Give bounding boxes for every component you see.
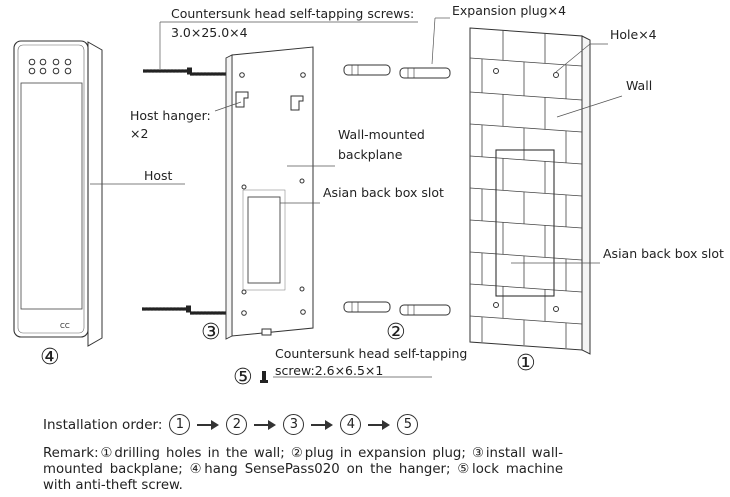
order-step-3: 3	[283, 414, 305, 435]
installation-order: Installation order: 1 2 3 4 5	[43, 414, 419, 435]
svg-text:CC: CC	[60, 322, 70, 330]
screws-top-label-line1: Countersunk head self-tapping screws:	[171, 6, 415, 21]
screws-top-label-line2: 3.0×25.0×4	[171, 25, 248, 40]
host-hanger-label-line1: Host hanger:	[130, 108, 211, 123]
expansion-plug-label: Expansion plug×4	[452, 3, 567, 18]
order-arrow-icon	[254, 419, 277, 430]
host-label: Host	[144, 168, 173, 183]
backplane-label-line2: backplane	[338, 147, 403, 162]
anti-theft-screw	[260, 371, 268, 383]
wall-label: Wall	[626, 78, 653, 93]
order-step-1: 1	[169, 414, 191, 435]
order-arrow-icon	[197, 419, 220, 430]
asian-slot-plate-label: Asian back box slot	[323, 185, 444, 200]
order-step-2: 2	[226, 414, 248, 435]
remark-text: Remark:①drilling holes in the wall; ②plu…	[43, 446, 563, 493]
host-hanger-label-line2: ×2	[130, 126, 149, 141]
expansion-plugs	[343, 64, 451, 316]
wall-mounted-backplane	[225, 46, 314, 340]
step-marker-host: ④	[40, 345, 60, 370]
wall	[469, 27, 591, 355]
host-device: CC	[13, 40, 103, 347]
backplane-label-line1: Wall-mounted	[338, 127, 425, 142]
order-step-5: 5	[397, 414, 419, 435]
small-screw-label-line2: screw:2.6×6.5×1	[275, 363, 384, 378]
small-screw-label-line1: Countersunk head self-tapping	[275, 346, 468, 361]
order-arrow-icon	[368, 419, 391, 430]
sensor-dots	[28, 58, 72, 75]
order-arrow-icon	[311, 419, 334, 430]
hole-label: Hole×4	[610, 27, 657, 42]
step-marker-plugs: ②	[386, 320, 406, 345]
installation-order-label: Installation order:	[43, 416, 163, 433]
step-marker-wall: ①	[516, 351, 536, 376]
asian-slot-wall-label: Asian back box slot	[603, 246, 724, 261]
step-marker-screw: ⑤	[233, 365, 253, 390]
order-step-4: 4	[340, 414, 362, 435]
step-marker-backplane: ③	[201, 320, 221, 345]
long-screws	[140, 65, 241, 319]
